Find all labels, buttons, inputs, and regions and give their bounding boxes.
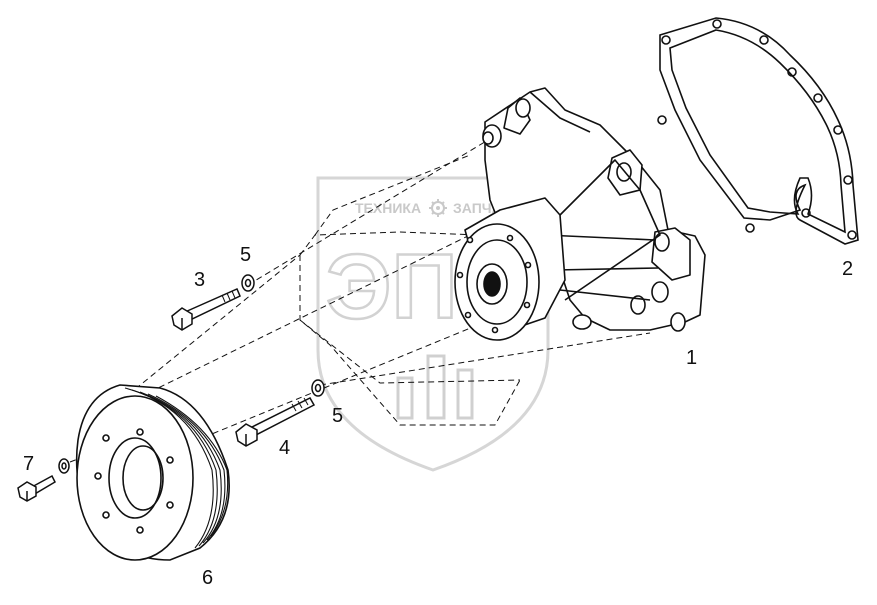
callout-2: 2 [842, 258, 853, 280]
callout-6: 6 [202, 567, 213, 589]
callout-labels: 1 2 3 4 5 5 6 7 [23, 244, 853, 589]
callout-5-lower: 5 [332, 405, 343, 427]
part-4-bolt [235, 397, 316, 447]
callout-1: 1 [686, 347, 697, 369]
gear-icon [429, 199, 447, 217]
callout-7: 7 [23, 453, 34, 475]
watermark-bars [396, 354, 474, 420]
part-5-washer-upper [241, 274, 255, 292]
part-7-bolt [17, 458, 70, 502]
part-6-pulley [75, 384, 230, 561]
watermark-shield [316, 176, 550, 472]
part-2-gasket [657, 17, 859, 245]
callout-4: 4 [279, 437, 290, 459]
part-5-washer-lower [311, 379, 325, 397]
part-3-bolt [171, 288, 241, 331]
part-1-water-pump [454, 87, 706, 341]
watermark-brand-left: ТЕХНИКА [355, 200, 421, 216]
callout-5-upper: 5 [240, 244, 251, 266]
callout-3: 3 [194, 269, 205, 291]
assembly-lines [69, 139, 651, 463]
